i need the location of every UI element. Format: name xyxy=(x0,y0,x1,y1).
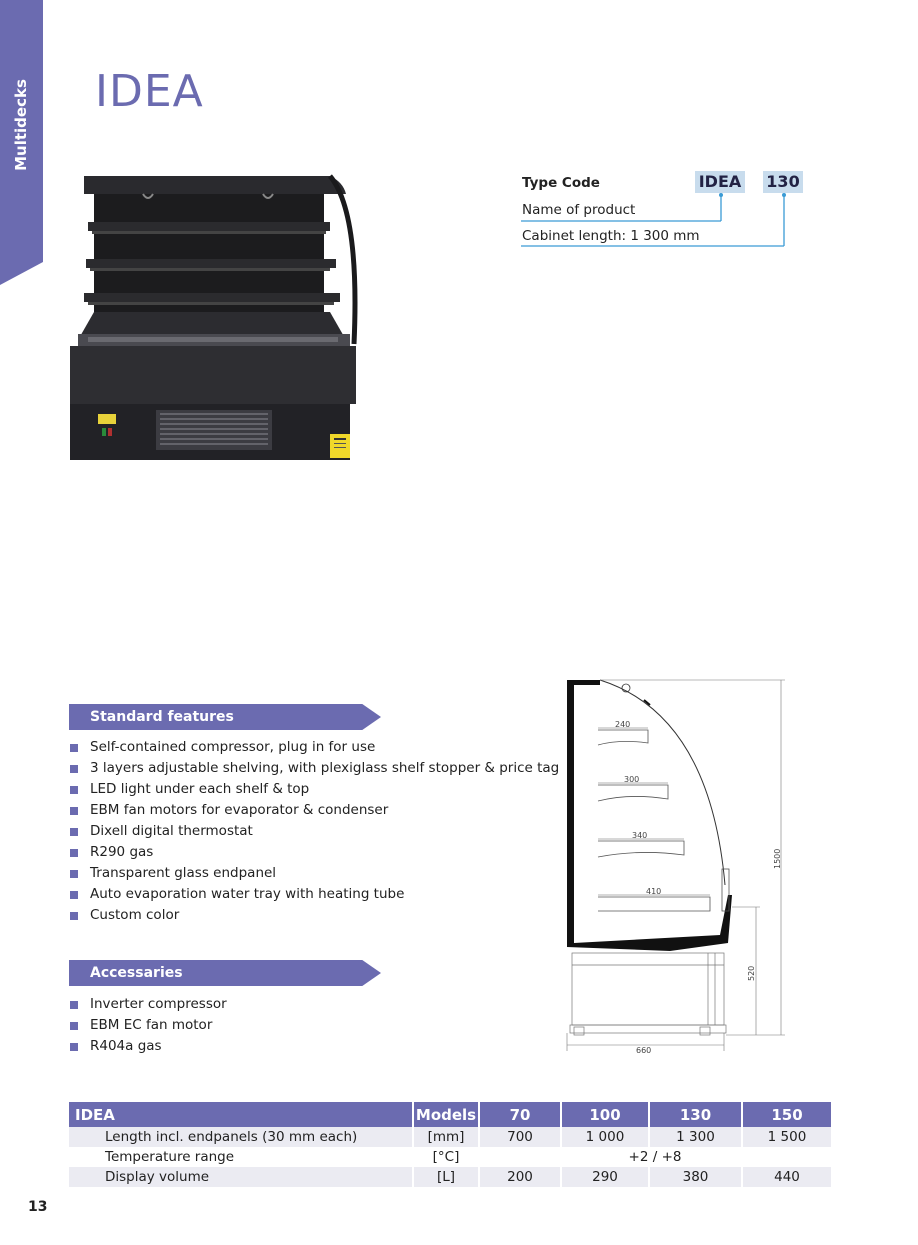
shelf-depth-label-4: 410 xyxy=(646,887,661,896)
bullet-icon xyxy=(70,786,78,794)
list-item: Self-contained compressor, plug in for u… xyxy=(69,737,559,758)
list-item-text: Self-contained compressor, plug in for u… xyxy=(90,739,376,755)
bullet-icon xyxy=(70,1022,78,1030)
spec-table-header-row: IDEA Models 70 100 130 150 xyxy=(69,1102,831,1127)
list-item: Auto evaporation water tray with heating… xyxy=(69,884,559,905)
spec-row-unit: [mm] xyxy=(413,1127,480,1147)
list-item: EBM fan motors for evaporator & condense… xyxy=(69,800,559,821)
list-item: R290 gas xyxy=(69,842,559,863)
spec-row-label: Display volume xyxy=(69,1167,414,1187)
spec-table-header-model-150: 150 xyxy=(742,1102,831,1127)
spec-cell: 200 xyxy=(479,1167,562,1187)
spec-cell: 290 xyxy=(561,1167,650,1187)
list-item-text: R404a gas xyxy=(90,1038,162,1054)
shelf-depth-label-3: 340 xyxy=(632,831,647,840)
spec-cell: 1 000 xyxy=(561,1127,650,1147)
bullet-icon xyxy=(70,1043,78,1051)
spec-table-header-model-130: 130 xyxy=(649,1102,743,1127)
cross-section-diagram: 240 300 340 410 1500 520 660 xyxy=(566,679,785,1055)
list-item-text: EBM EC fan motor xyxy=(90,1017,213,1033)
table-row: Length incl. endpanels (30 mm each) [mm]… xyxy=(69,1127,831,1147)
table-row: Temperature range [°C] +2 / +8 xyxy=(69,1147,831,1167)
list-item: Custom color xyxy=(69,905,559,926)
spec-table: IDEA Models 70 100 130 150 Length incl. … xyxy=(69,1102,831,1187)
list-item-text: Inverter compressor xyxy=(90,996,227,1012)
page-title: IDEA xyxy=(95,66,204,117)
bullet-icon xyxy=(70,870,78,878)
list-item: Dixell digital thermostat xyxy=(69,821,559,842)
bullet-icon xyxy=(70,828,78,836)
bullet-icon xyxy=(70,912,78,920)
list-item: Transparent glass endpanel xyxy=(69,863,559,884)
spec-table-header-model-70: 70 xyxy=(479,1102,562,1127)
spec-cell: 1 300 xyxy=(649,1127,743,1147)
type-code-heading: Type Code xyxy=(522,175,600,191)
list-item: LED light under each shelf & top xyxy=(69,779,559,800)
spec-table-header-models: Models xyxy=(413,1102,480,1127)
spec-cell-span: +2 / +8 xyxy=(479,1147,831,1167)
standard-features-heading: Standard features xyxy=(90,709,234,725)
spec-row-unit: [L] xyxy=(413,1167,480,1187)
list-item-text: Custom color xyxy=(90,907,180,923)
type-code-number-box: 130 xyxy=(763,171,803,193)
list-item: R404a gas xyxy=(69,1036,227,1057)
list-item-text: 3 layers adjustable shelving, with plexi… xyxy=(90,760,560,776)
base-height-label: 520 xyxy=(747,966,756,981)
bullet-icon xyxy=(70,1001,78,1009)
accessaries-list: Inverter compressor EBM EC fan motor R40… xyxy=(69,994,227,1057)
list-item: Inverter compressor xyxy=(69,994,227,1015)
spec-cell: 1 500 xyxy=(742,1127,831,1147)
bullet-icon xyxy=(70,891,78,899)
list-item-text: R290 gas xyxy=(90,844,154,860)
list-item: 3 layers adjustable shelving, with plexi… xyxy=(69,758,559,779)
spec-table-header-product: IDEA xyxy=(69,1102,414,1127)
shelf-depth-label-1: 240 xyxy=(615,720,630,729)
type-code-connector-lines xyxy=(521,193,786,247)
product-photo xyxy=(68,172,358,460)
shelf-depth-label-2: 300 xyxy=(624,775,639,784)
bullet-icon xyxy=(70,765,78,773)
spec-row-label: Length incl. endpanels (30 mm each) xyxy=(69,1127,414,1147)
spec-cell: 440 xyxy=(742,1167,831,1187)
spec-cell: 700 xyxy=(479,1127,562,1147)
accessaries-header: Accessaries xyxy=(69,960,381,986)
spec-row-unit: [°C] xyxy=(413,1147,479,1167)
list-item-text: Transparent glass endpanel xyxy=(90,865,277,881)
type-code-block: Type Code IDEA 130 Name of product Cabin… xyxy=(521,168,821,258)
page-number: 13 xyxy=(28,1199,48,1215)
list-item: EBM EC fan motor xyxy=(69,1015,227,1036)
table-row: Display volume [L] 200 290 380 440 xyxy=(69,1167,831,1187)
depth-label: 660 xyxy=(636,1046,651,1055)
type-code-row-name: Name of product xyxy=(522,202,636,218)
type-code-name-box: IDEA xyxy=(695,171,745,193)
standard-features-header: Standard features xyxy=(69,704,381,730)
accessaries-heading: Accessaries xyxy=(90,965,183,981)
standard-features-list: Self-contained compressor, plug in for u… xyxy=(69,737,559,926)
spec-table-header-model-100: 100 xyxy=(561,1102,650,1127)
bullet-icon xyxy=(70,807,78,815)
bullet-icon xyxy=(70,744,78,752)
type-code-row-length: Cabinet length: 1 300 mm xyxy=(522,228,700,244)
spec-cell: 380 xyxy=(649,1167,743,1187)
list-item-text: Dixell digital thermostat xyxy=(90,823,253,839)
spec-row-label: Temperature range xyxy=(69,1147,413,1167)
list-item-text: LED light under each shelf & top xyxy=(90,781,310,797)
section-side-tab-label: Multidecks xyxy=(12,79,30,171)
total-height-label: 1500 xyxy=(773,849,782,869)
list-item-text: Auto evaporation water tray with heating… xyxy=(90,886,405,902)
section-side-tab xyxy=(0,0,43,285)
list-item-text: EBM fan motors for evaporator & condense… xyxy=(90,802,389,818)
bullet-icon xyxy=(70,849,78,857)
